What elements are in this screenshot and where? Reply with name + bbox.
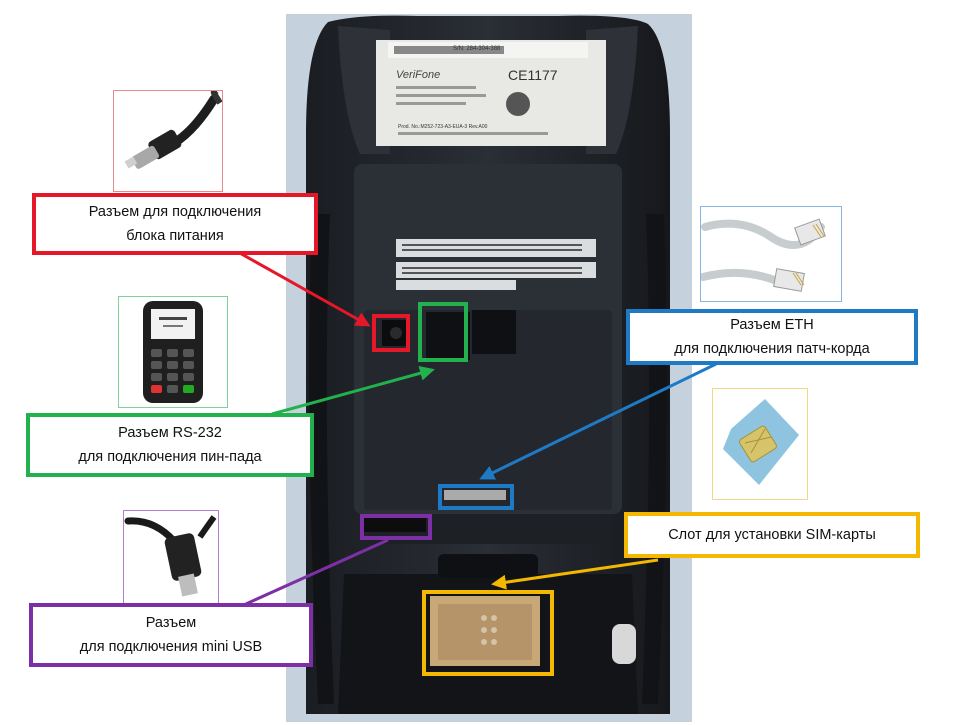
rs232-arrow: [271, 365, 435, 416]
eth-arrow: [479, 362, 717, 480]
usb-port-highlight: [360, 514, 432, 540]
rs232-connector-label: Разъем RS-232 для подключения пин-пада: [26, 413, 314, 477]
sim-card-thumbnail: [712, 388, 808, 500]
sim-slot-label: Слот для установки SIM-карты: [624, 512, 920, 558]
product-number: Prod. No.:M252-723-A3-EUA-3 Rev.A00: [398, 124, 488, 130]
power-port-highlight: [372, 314, 410, 352]
eth-connector-label: Разъем ETH для подключения патч-корда: [626, 309, 918, 365]
usb-cable-thumbnail: [123, 510, 219, 608]
ethernet-cable-icon: [701, 218, 826, 292]
usb-connector-label: Разъем для подключения mini USB: [29, 603, 313, 667]
ce-mark: CE1177: [508, 67, 558, 83]
power-label-line-2: блока питания: [126, 228, 224, 244]
eth-label-line-2: для подключения патч-корда: [674, 341, 870, 357]
eth-port-highlight: [438, 484, 514, 510]
ethernet-cable-thumbnail: [700, 206, 842, 302]
power-plug-icon: [124, 91, 222, 169]
power-arrow: [237, 250, 371, 327]
rs232-port-highlight: [418, 302, 468, 362]
rs232-label-line-2: для подключения пин-пада: [78, 449, 262, 465]
power-plug-thumbnail: [113, 90, 223, 192]
pinpad-icon: [143, 301, 203, 403]
usb-label-line-1: Разъем: [145, 615, 197, 631]
usb-label-line-2: для подключения mini USB: [79, 639, 263, 655]
sim-slot-highlight: [422, 590, 554, 676]
sim-arrow: [491, 558, 659, 590]
sim-card-icon: [723, 399, 799, 485]
mini-usb-cable-icon: [124, 515, 217, 597]
pinpad-thumbnail: [118, 296, 228, 408]
serial-number: S/N: 284-304-388: [453, 46, 501, 52]
sim-label-line-1: Слот для установки SIM-карты: [668, 527, 876, 543]
power-label-line-1: Разъем для подключения: [88, 204, 262, 220]
power-connector-label: Разъем для подключения блока питания: [32, 193, 318, 255]
rs232-label-line-1: Разъем RS-232: [118, 425, 222, 441]
usb-arrow: [227, 538, 389, 614]
brand-logo-text: VeriFone: [396, 69, 440, 81]
eth-label-line-1: Разъем ETH: [730, 317, 814, 333]
